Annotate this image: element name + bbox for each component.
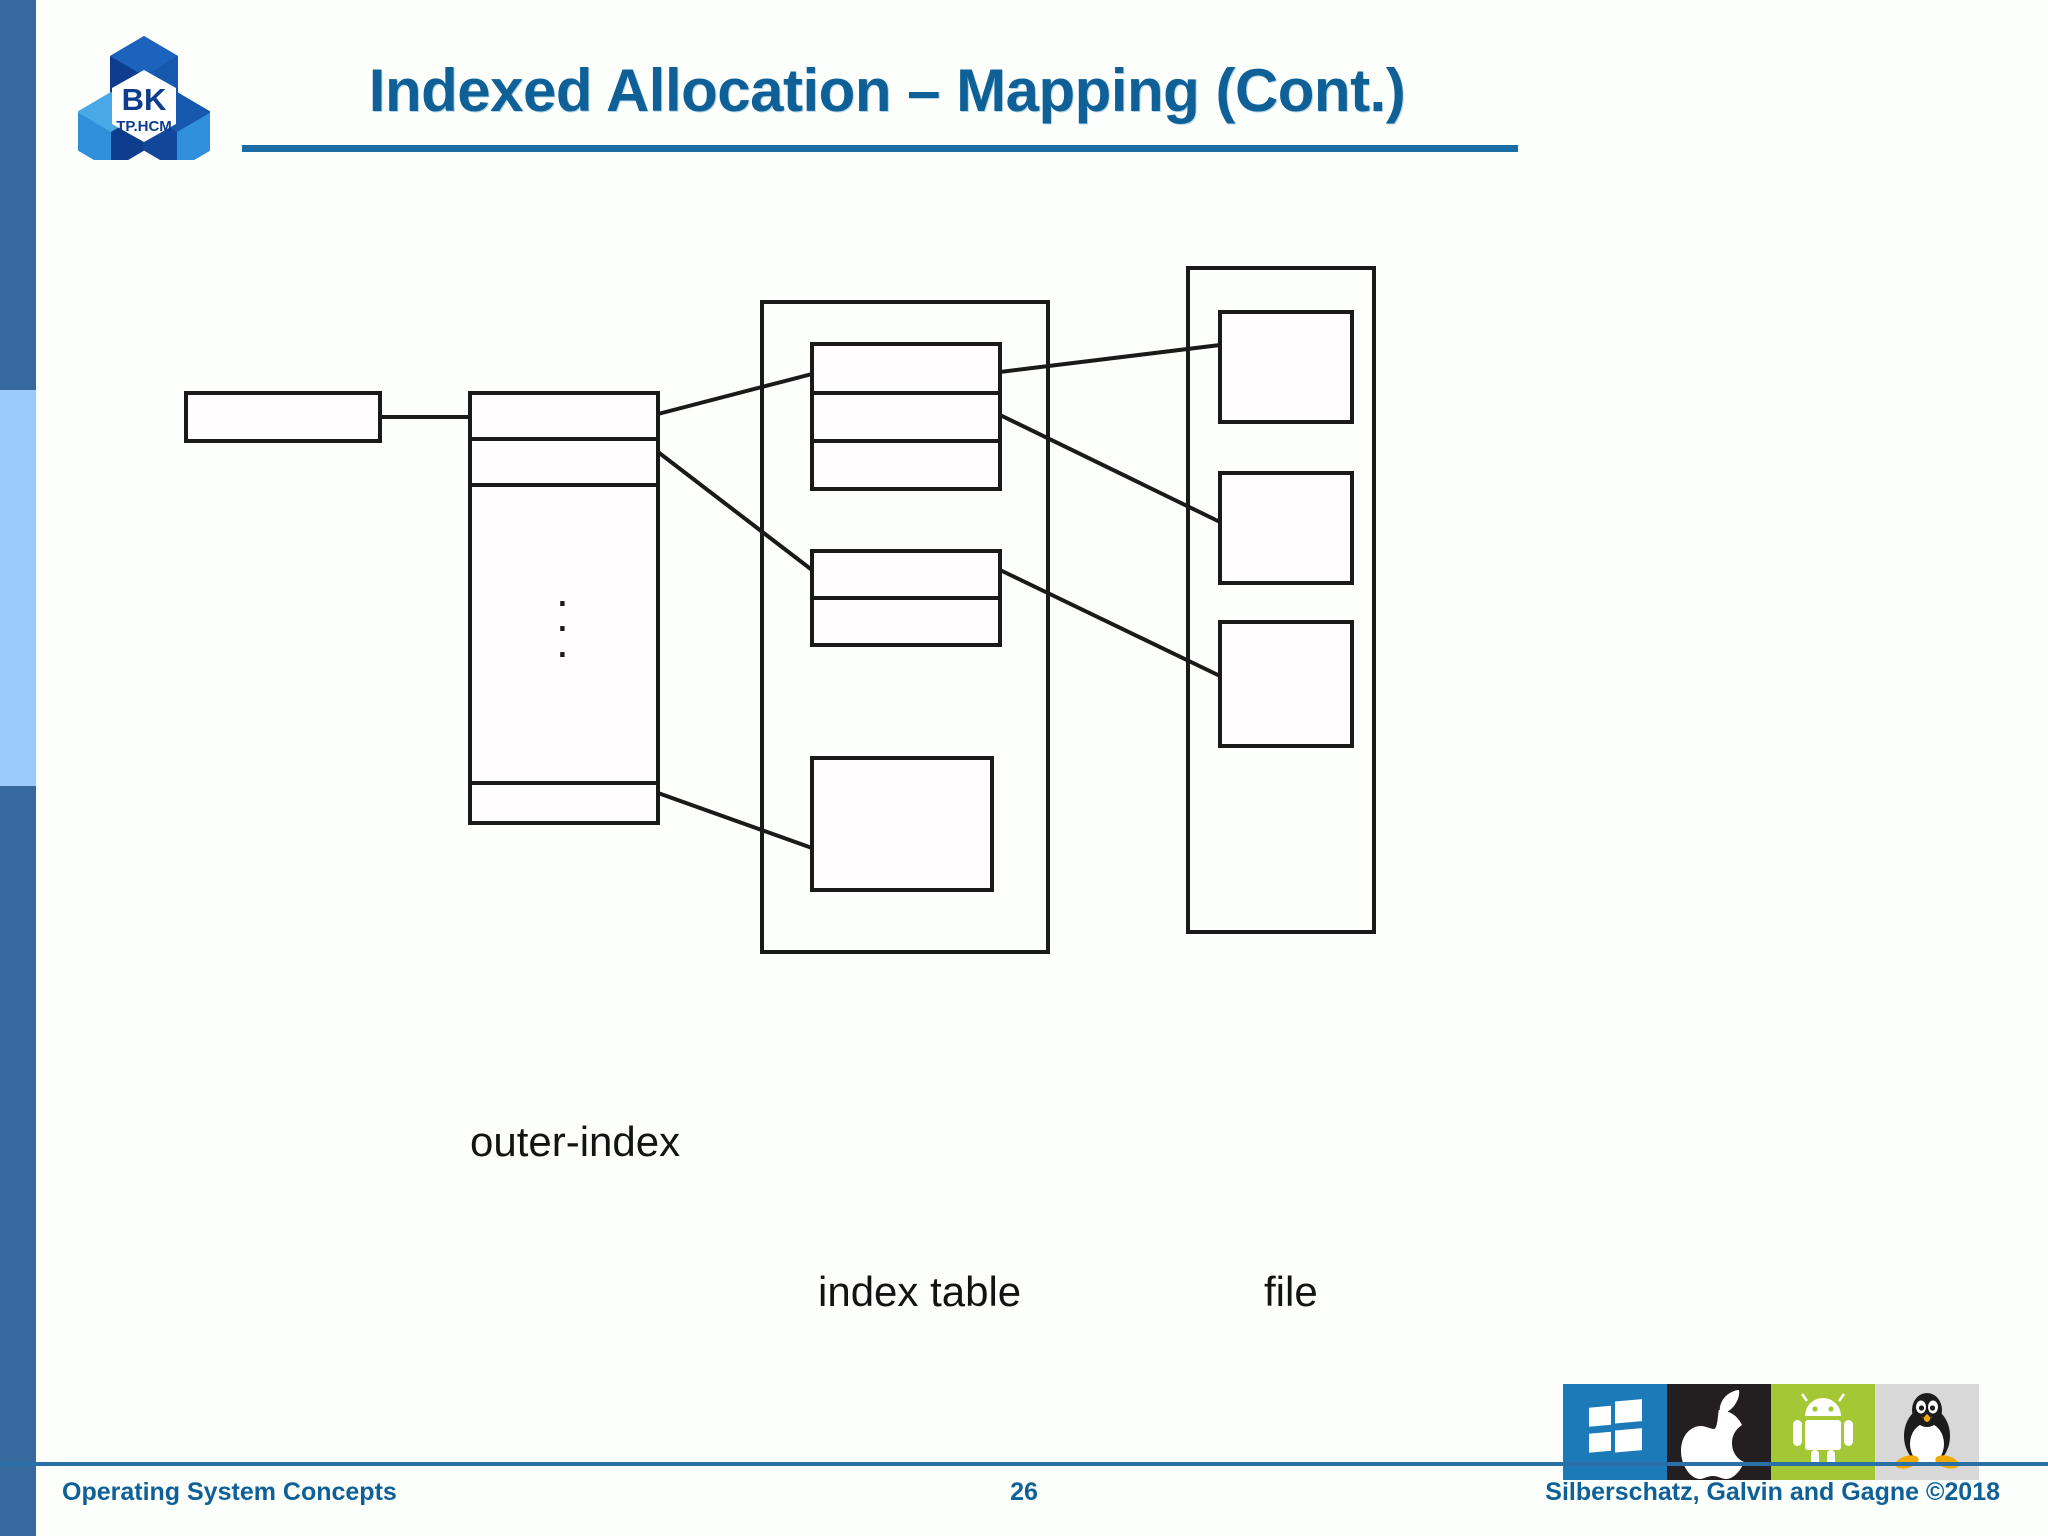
index-block-2 — [810, 549, 1002, 647]
vertical-ellipsis-icon: . . . — [556, 564, 569, 667]
file-block-3 — [1218, 620, 1354, 748]
file-frame — [1186, 266, 1376, 934]
index-block-1 — [810, 342, 1002, 491]
slide-title: Indexed Allocation – Mapping (Cont.) — [368, 57, 1406, 124]
label-index-table: index table — [818, 1268, 1022, 1315]
index-block-3 — [810, 756, 994, 892]
footer-rule — [0, 1462, 2048, 1466]
footer-attribution: Silberschatz, Galvin and Gagne ©2018 — [1545, 1478, 2000, 1506]
label-file: file — [1264, 1268, 1318, 1315]
link-outer-r1-to-idx1 — [657, 372, 813, 416]
sidebar-band-top — [0, 0, 36, 390]
file-block-2 — [1218, 471, 1354, 585]
footer-book-title: Operating System Concepts — [62, 1478, 397, 1506]
sidebar-band-bottom — [0, 786, 36, 1536]
link-outer-rlast-to-idx3 — [657, 791, 813, 850]
link-outer-r2-to-idx2 — [656, 450, 814, 572]
ellipsis-dot-1: . — [556, 564, 569, 616]
ellipsis-dot-2: . — [556, 589, 569, 642]
logo-text-bk: BK — [122, 82, 167, 117]
index-table-frame — [760, 300, 1050, 954]
link-idx1-to-file1 — [999, 343, 1221, 374]
bk-tphcm-logo: BK TP.HCM — [77, 30, 211, 170]
footer-page-number: 26 — [1010, 1478, 1038, 1506]
title-underline-rule — [242, 145, 1518, 152]
file-block-1 — [1218, 310, 1354, 424]
label-outer-index: outer-index — [470, 1118, 681, 1165]
link-idx1-to-file2 — [999, 413, 1221, 524]
file-pointer-box — [184, 391, 382, 443]
sidebar-band-middle — [0, 390, 36, 786]
link-idx2-to-file3 — [999, 568, 1221, 678]
ellipsis-dot-3: . — [556, 614, 569, 667]
logo-text-tphcm: TP.HCM — [116, 118, 172, 135]
